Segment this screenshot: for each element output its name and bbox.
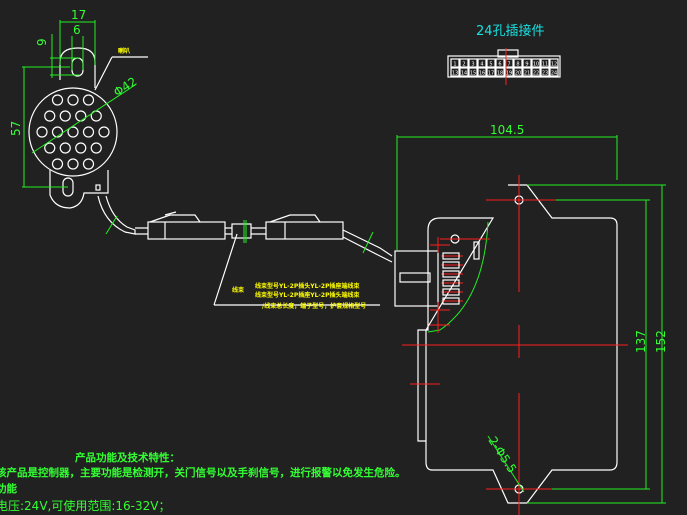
speaker-hole	[59, 142, 71, 154]
pin-number: 13	[452, 71, 458, 77]
speaker-hole	[82, 158, 95, 170]
speaker-hole	[67, 126, 79, 138]
connector-pin	[549, 67, 559, 77]
pin-number: 9	[525, 62, 528, 68]
pin-number: 7	[507, 62, 510, 68]
pin-number: 21	[524, 71, 530, 77]
connector-title: 24孔插接件	[476, 23, 545, 39]
speaker-label: 喇叭	[118, 47, 130, 55]
speaker-hole	[51, 94, 64, 106]
harness-line-3: /线束总长度，端子型号，护套规格型号	[262, 302, 366, 310]
terminal	[442, 288, 460, 296]
notes-title: 产品功能及技术特性：	[75, 452, 180, 464]
pin-number: 3	[471, 62, 474, 68]
connector-pin	[468, 58, 478, 68]
pin-number: 16	[479, 71, 485, 77]
connector-pin	[486, 58, 496, 68]
notes-line-1: 该产品是控制器，主要功能是检测开，关门信号以及手刹信号，进行报警以免发生危险。	[0, 467, 406, 479]
speaker-hole	[82, 126, 95, 138]
speaker-part: Φ42 喇叭 17 6 9 57	[9, 8, 148, 209]
speaker-hole	[59, 110, 71, 122]
speaker-hole	[44, 142, 56, 154]
dim-holes: 2-Φ5.5	[485, 434, 519, 476]
connector-pin	[522, 67, 532, 77]
dim-137: 137	[634, 330, 648, 353]
wire-harness: 线束 线束型号YL-2P插头YL-2P插座端线束 线束型号YL-2P插座YL-2…	[97, 195, 393, 310]
connector-pin	[486, 67, 496, 77]
connector-pin	[513, 58, 523, 68]
dim-57: 57	[9, 121, 23, 136]
mount-slot-top	[71, 57, 84, 77]
terminal	[442, 270, 460, 278]
terminal	[442, 252, 460, 260]
harness-line-2: 线束型号YL-2P插座YL-2P插头端线束	[255, 291, 360, 299]
dim-9: 9	[35, 38, 49, 46]
controller-box: 104.5 137 152 2-Φ5.5	[394, 123, 668, 515]
connector-pin	[540, 67, 550, 77]
connector-pin	[540, 58, 550, 68]
pin-number: 1	[453, 62, 456, 68]
pin-number: 4	[480, 62, 483, 68]
harness-line-1: 线束型号YL-2P插头YL-2P插座端线束	[255, 282, 360, 290]
pin-number: 18	[497, 71, 503, 77]
speaker-hole	[67, 158, 79, 170]
speaker-hole	[51, 158, 64, 170]
pin-number: 22	[533, 71, 539, 77]
connector-pin	[450, 67, 460, 77]
connector-pin	[459, 58, 469, 68]
pin-number: 2	[462, 62, 465, 68]
dim-6: 6	[73, 23, 81, 37]
pin-number: 17	[488, 71, 494, 77]
connector-pin	[549, 58, 559, 68]
dim-17: 17	[71, 8, 86, 22]
speaker-hole	[44, 110, 56, 122]
connector-pin	[522, 58, 532, 68]
connector-pin	[477, 58, 487, 68]
pin-number: 11	[542, 62, 548, 68]
connector-pin	[531, 67, 541, 77]
speaker-hole	[98, 126, 110, 138]
dim-104-5: 104.5	[490, 123, 524, 137]
connector-pin	[459, 67, 469, 77]
pin-number: 14	[461, 71, 467, 77]
pin-number: 8	[516, 62, 519, 68]
terminal	[442, 297, 460, 305]
pin-number: 23	[542, 71, 548, 77]
connector-pin	[468, 67, 478, 77]
pin-number: 24	[551, 71, 557, 77]
connector-pin	[495, 58, 505, 68]
speaker-hole	[90, 142, 102, 154]
connector-pin	[531, 58, 541, 68]
connector-pin	[504, 58, 514, 68]
dim-152: 152	[654, 330, 668, 353]
speaker-hole	[75, 110, 87, 122]
speaker-body	[28, 87, 118, 177]
speaker-hole	[36, 126, 48, 138]
connector-pin	[450, 58, 460, 68]
harness-tag: 线束	[232, 286, 245, 294]
speaker-hole	[82, 94, 95, 106]
terminal	[442, 261, 460, 269]
diameter-dim: Φ42	[111, 74, 139, 99]
pin-number: 19	[506, 71, 512, 77]
pin-number: 20	[515, 71, 521, 77]
connector-pin	[495, 67, 505, 77]
connector-pin	[477, 67, 487, 77]
pin-number: 10	[533, 62, 539, 68]
notes-line-2: 功能	[0, 483, 17, 495]
pin-number: 5	[489, 62, 492, 68]
connector-pin	[504, 67, 514, 77]
terminal	[442, 279, 460, 287]
pin-number: 15	[470, 71, 476, 77]
pin-number: 12	[551, 62, 557, 68]
connector-pin	[513, 67, 523, 77]
speaker-hole	[75, 142, 87, 154]
speaker-hole	[67, 94, 79, 106]
notes-line-3: 电压:24V,可使用范围:16-32V；	[0, 499, 171, 513]
speaker-hole	[51, 126, 64, 138]
pin-number: 6	[498, 62, 501, 68]
